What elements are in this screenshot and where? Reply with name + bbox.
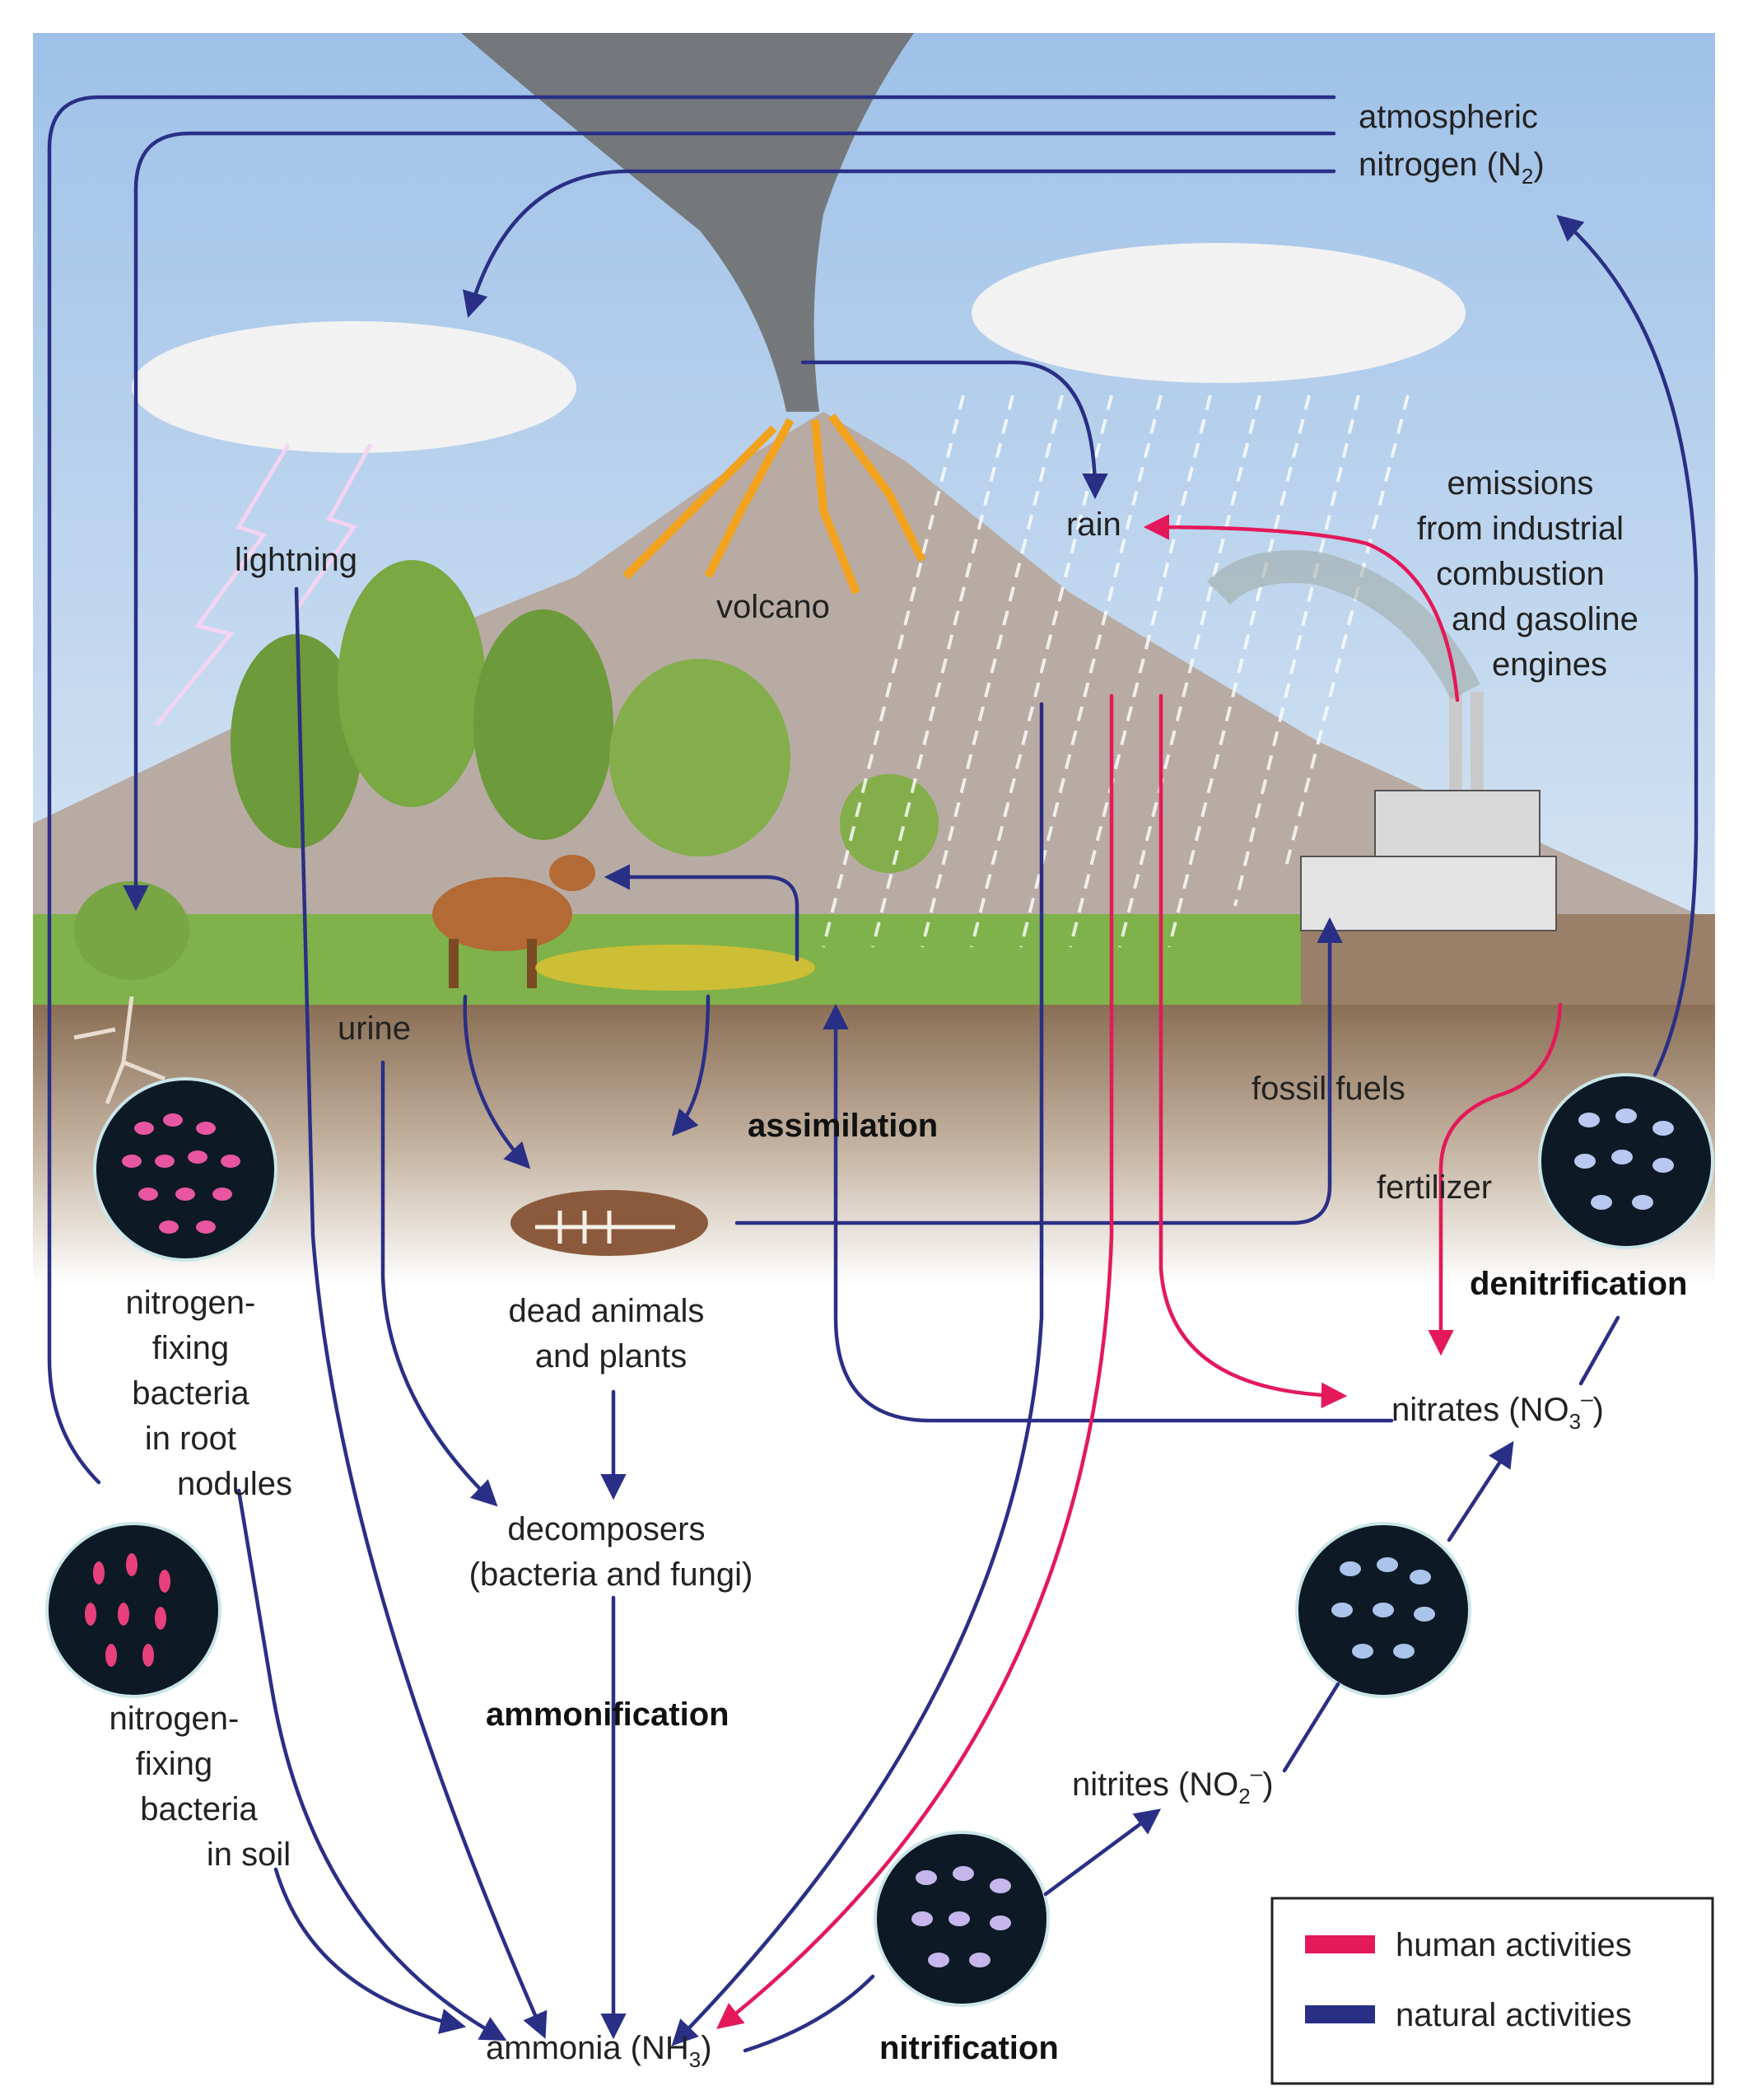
cloud-right	[972, 243, 1466, 383]
volcano-label: volcano	[716, 589, 830, 625]
legend-natural-label: natural activities	[1396, 1997, 1632, 2033]
dead-animals-plants-label: dead animals and plants	[508, 1293, 713, 1374]
nitrogen-fixing-root-nodules-label: nitrogen- fixing bacteria in root nodule…	[126, 1285, 293, 1502]
human-arrows	[716, 514, 1563, 2029]
legend-human-swatch	[1305, 1935, 1375, 1953]
ammonia-label: ammonia (NH3)	[486, 2030, 712, 2072]
bacteria-nitrification-lower	[874, 1831, 1050, 2007]
legend-box	[1270, 1897, 1714, 2085]
volcano-smoke	[461, 33, 914, 412]
industrial-emissions	[1206, 550, 1480, 700]
rain-streaks	[822, 394, 1410, 948]
legend: human activities natural activities	[1270, 1897, 1714, 2085]
scene-background	[33, 33, 1715, 1285]
emissions-label: emissions from industrial combustion and…	[1417, 465, 1648, 683]
lightning-label: lightning	[235, 542, 357, 578]
lava-flow	[622, 413, 926, 595]
volcano-mountain	[33, 412, 1715, 1038]
assimilation-label: assimilation	[748, 1108, 938, 1144]
nitrates-label: nitrates (NO3–)	[1391, 1386, 1604, 1434]
nitrogen-fixing-soil-label: nitrogen- fixing bacteria in soil	[110, 1701, 291, 1873]
nitrification-label: nitrification	[879, 2030, 1059, 2066]
flowers	[535, 945, 815, 991]
legend-human-label: human activities	[1396, 1927, 1632, 1963]
ammonification-label: ammonification	[486, 1696, 729, 1733]
bacteria-root-nodules	[93, 1077, 277, 1262]
fertilizer-label: fertilizer	[1377, 1169, 1492, 1206]
fossil-fuels-label: fossil fuels	[1252, 1071, 1405, 1107]
natural-arrows	[47, 95, 1699, 2053]
plant-roots	[73, 996, 165, 1104]
goat	[432, 855, 595, 988]
dead-animals-illustration	[510, 1190, 708, 1256]
factory	[1300, 692, 1557, 931]
denitrification-label: denitrification	[1470, 1266, 1687, 1302]
decomposers-label: decomposers (bacteria and fungi)	[469, 1511, 753, 1593]
nitrites-label: nitrites (NO2–)	[1072, 1761, 1274, 1808]
rain-label: rain	[1066, 506, 1121, 543]
legend-natural-swatch	[1305, 2005, 1375, 2023]
trees	[74, 560, 939, 980]
bacteria-denitrification	[1538, 1073, 1714, 1249]
bacteria-nitrification-upper	[1295, 1522, 1471, 1698]
urine-label: urine	[338, 1010, 411, 1047]
lightning-bolt	[155, 443, 291, 726]
labels: atmospheric nitrogen (N2) lightning volc…	[110, 99, 1688, 2072]
cloud-left	[132, 321, 576, 453]
lightning-bolt	[294, 443, 373, 611]
bacteria-soil	[45, 1522, 221, 1698]
atmospheric-nitrogen-label: atmospheric nitrogen (N2)	[1359, 99, 1547, 189]
